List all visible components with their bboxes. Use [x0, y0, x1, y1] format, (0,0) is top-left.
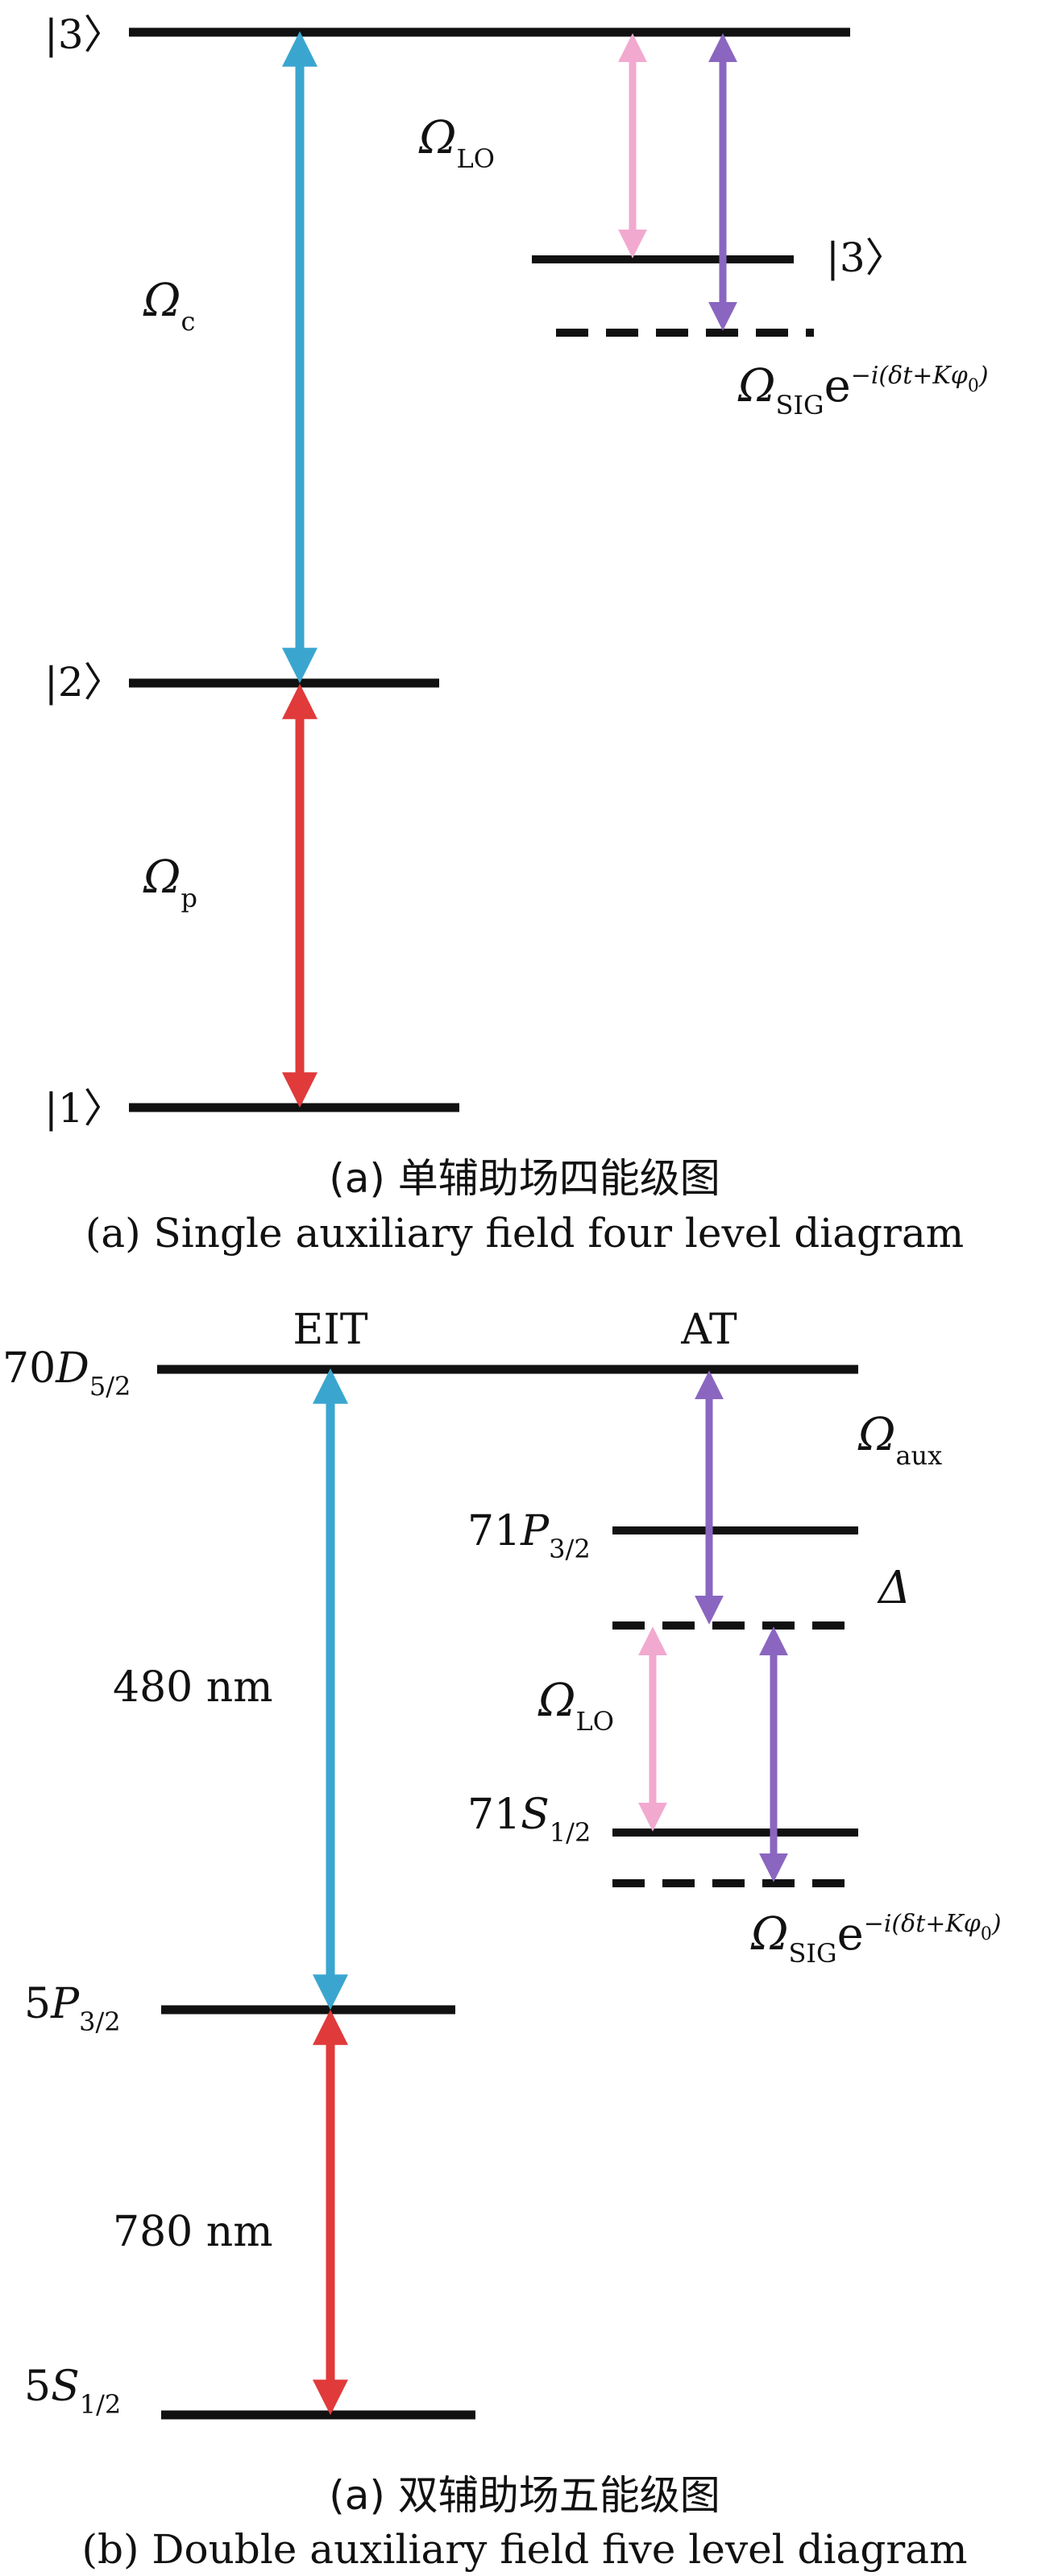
- panel-b: EIT AT 70D5/2 71P3/2 71S1/2 5P3/2 5S1/2 …: [2, 1306, 1002, 2573]
- at-label: AT: [680, 1306, 737, 1354]
- omega-c-label: Ωc: [143, 275, 195, 337]
- state-3-sub-label: |3〉: [826, 234, 906, 281]
- caption-a-en: (a) Single auxiliary field four level di…: [85, 1210, 964, 1257]
- state-3-label: |3〉: [44, 11, 124, 58]
- wavelength-780-label: 780 nm: [113, 2208, 273, 2256]
- omega-sig-label-b: ΩSIGe−i(δt+Kφ0): [750, 1908, 1002, 1969]
- caption-a-zh: (a) 单辅助场四能级图: [329, 1155, 720, 1202]
- state-1-label: |1〉: [44, 1085, 124, 1132]
- omega-aux-label: Ωaux: [857, 1409, 942, 1471]
- level-70d-label: 70D5/2: [2, 1344, 131, 1402]
- level-71p-label: 71P3/2: [467, 1507, 591, 1564]
- eit-label: EIT: [293, 1306, 368, 1354]
- level-5p-label: 5P3/2: [24, 1980, 121, 2037]
- level-71s-label: 71S1/2: [467, 1791, 591, 1848]
- caption-b-en: (b) Double auxiliary field five level di…: [82, 2526, 968, 2573]
- state-2-label: |2〉: [44, 659, 124, 706]
- delta-label: Δ: [877, 1562, 911, 1614]
- omega-p-label: Ωp: [143, 851, 197, 913]
- panel-a: |3〉 |3〉 |2〉 |1〉 ΩLO Ωc Ωp ΩSIGe−i(δt+Kφ0…: [44, 11, 989, 1257]
- omega-lo-label-a: ΩLO: [418, 112, 495, 174]
- omega-sig-label-a: ΩSIGe−i(δt+Kφ0): [737, 360, 989, 420]
- omega-lo-label-b: ΩLO: [537, 1675, 614, 1737]
- wavelength-480-label: 480 nm: [113, 1663, 273, 1712]
- level-5s-label: 5S1/2: [24, 2363, 121, 2420]
- caption-b-zh: (a) 双辅助场五能级图: [329, 2472, 720, 2519]
